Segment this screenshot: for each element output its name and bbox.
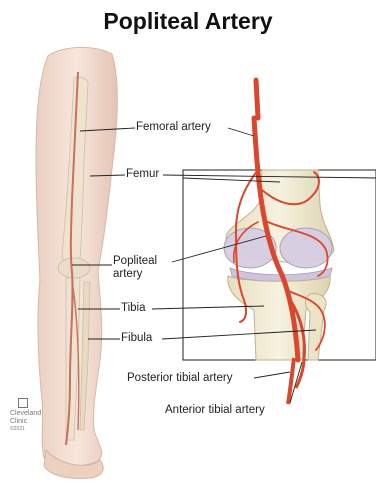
label-popliteal-line1: Popliteal	[113, 255, 157, 267]
logo-name-line2: Clinic	[10, 418, 50, 426]
label-fibula: Fibula	[121, 332, 152, 344]
leader-posterior	[254, 372, 290, 378]
leg-knee	[58, 258, 90, 278]
logo-name-line1: Cleveland	[10, 410, 50, 418]
label-femoral-artery: Femoral artery	[136, 121, 211, 133]
label-tibia: Tibia	[121, 302, 146, 314]
label-anterior-tibial-artery: Anterior tibial artery	[165, 404, 265, 416]
label-popliteal-line2: artery	[113, 268, 142, 280]
posterior-tibial-below	[288, 358, 294, 404]
logo-copyright: ©2021	[10, 426, 50, 433]
label-posterior-tibial-artery: Posterior tibial artery	[127, 372, 232, 384]
femoral-entry	[256, 80, 258, 118]
logo-mark-icon	[18, 398, 28, 408]
label-popliteal-artery: Popliteal artery	[113, 255, 157, 281]
label-femur: Femur	[126, 168, 159, 180]
cleveland-clinic-logo: Cleveland Clinic ©2021	[10, 398, 50, 433]
anterior-tibial-below	[296, 358, 304, 388]
